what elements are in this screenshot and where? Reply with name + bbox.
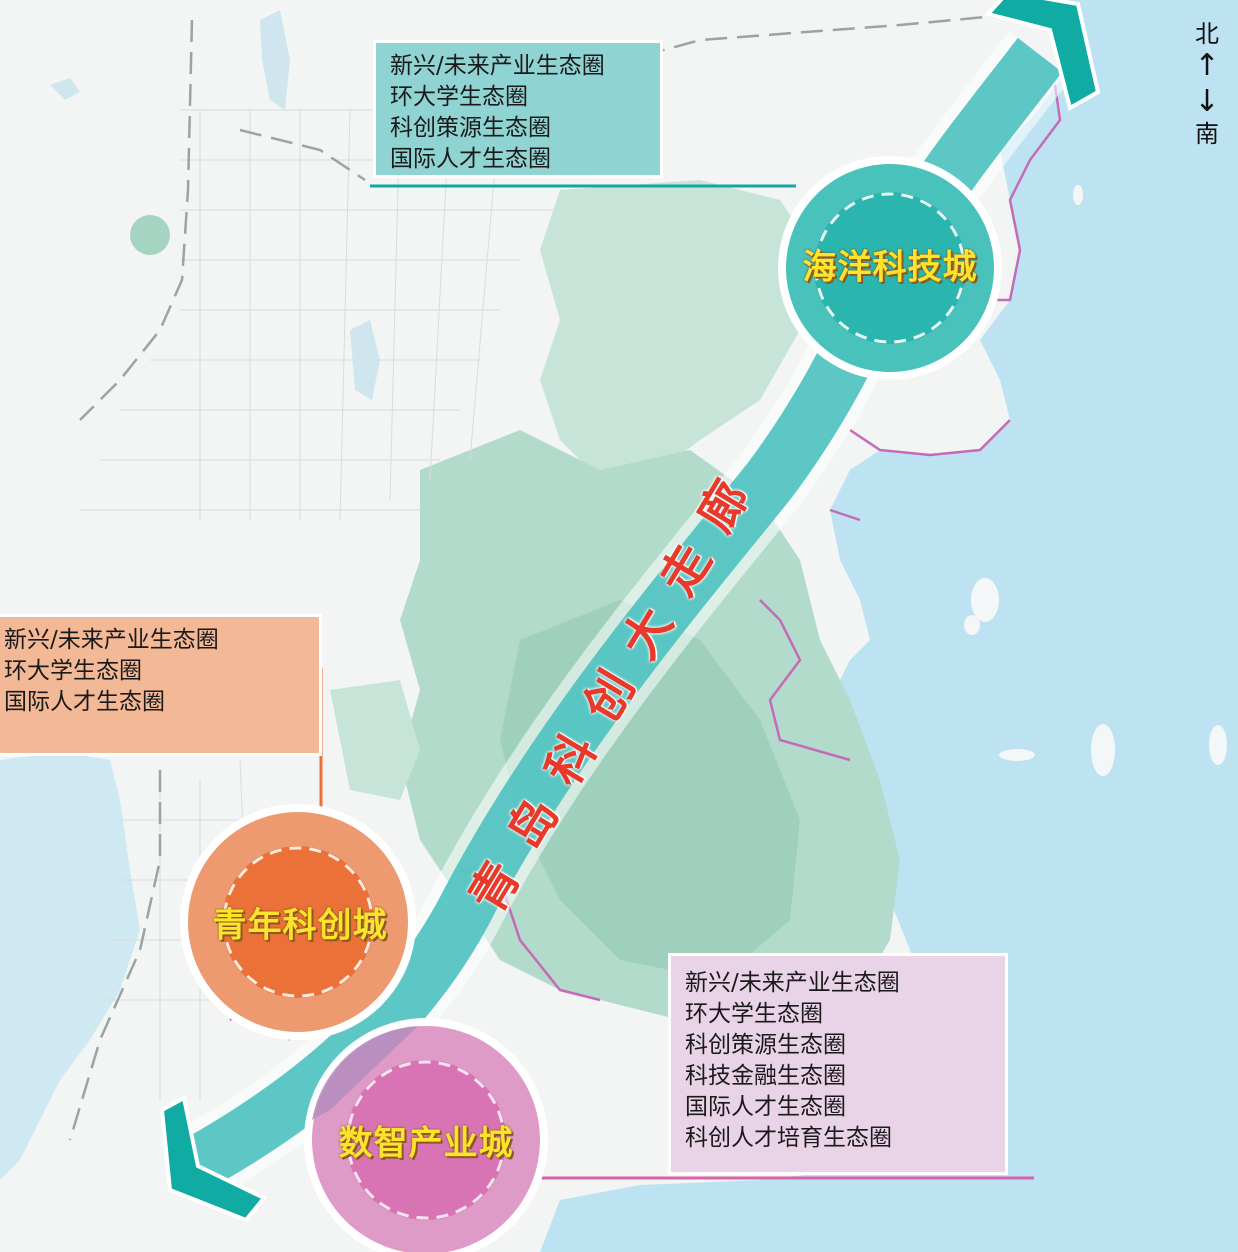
- ecosystem-item: 国际人才生态圈: [685, 1094, 846, 1120]
- ecosystem-item: 新兴/未来产业生态圈: [4, 627, 219, 653]
- ecosystem-item: 环大学生态圈: [685, 1001, 823, 1027]
- south-label: 南: [1195, 120, 1219, 148]
- lake: [50, 78, 80, 100]
- digital-city-label: 数智产业城: [338, 1123, 514, 1164]
- district-border: [229, 84, 1062, 1041]
- south-arrow-icon: ↓: [1194, 84, 1220, 119]
- north-arrow-icon: ↑: [1194, 48, 1220, 83]
- ecosystem-item: 新兴/未来产业生态圈: [390, 53, 605, 79]
- mountain-area: [330, 680, 420, 800]
- digital-ecosystem-box: 新兴/未来产业生态圈 环大学生态圈 科创策源生态圈 科技金融生态圈 国际人才生态…: [668, 953, 1008, 1175]
- ecosystem-item: 科创策源生态圈: [685, 1032, 846, 1058]
- ecosystem-item: 科技金融生态圈: [685, 1063, 846, 1089]
- youth-city-circle[interactable]: [180, 804, 416, 1040]
- reservoir: [260, 10, 290, 110]
- west-bay: [0, 752, 140, 1180]
- island: [1073, 185, 1083, 205]
- ocean-city-circle[interactable]: [778, 156, 1002, 380]
- park: [130, 215, 170, 255]
- railway: [68, 8, 1061, 1141]
- east-sea: [540, 0, 1238, 1252]
- youth-ecosystem-box: 新兴/未来产业生态圈 环大学生态圈 国际人才生态圈: [0, 614, 322, 756]
- digital-city-circle[interactable]: [304, 1018, 548, 1252]
- ocean-city-label: 海洋科技城: [802, 247, 978, 288]
- island: [999, 749, 1035, 761]
- ecosystem-item: 国际人才生态圈: [4, 689, 165, 715]
- ecosystem-item: 科创人才培育生态圈: [685, 1125, 892, 1151]
- island: [964, 615, 980, 635]
- ocean-ecosystem-box: 新兴/未来产业生态圈 环大学生态圈 科创策源生态圈 国际人才生态圈: [373, 40, 663, 178]
- ecosystem-item: 环大学生态圈: [4, 658, 142, 684]
- ecosystem-item: 科创策源生态圈: [390, 115, 551, 141]
- ecosystem-item: 新兴/未来产业生态圈: [685, 970, 900, 996]
- ecosystem-item: 环大学生态圈: [390, 84, 528, 110]
- corridor-arrow-north-icon: [984, 0, 1101, 112]
- compass: 北 ↑ ↓ 南: [1190, 20, 1224, 148]
- north-label: 北: [1195, 20, 1219, 48]
- ecosystem-item: 国际人才生态圈: [390, 146, 551, 172]
- mountain-area: [540, 180, 820, 480]
- island: [1091, 724, 1115, 776]
- corridor-arrow-south-icon: [159, 1094, 268, 1223]
- youth-city-label: 青年科创城: [212, 905, 388, 946]
- island: [971, 578, 999, 622]
- island: [1209, 725, 1227, 765]
